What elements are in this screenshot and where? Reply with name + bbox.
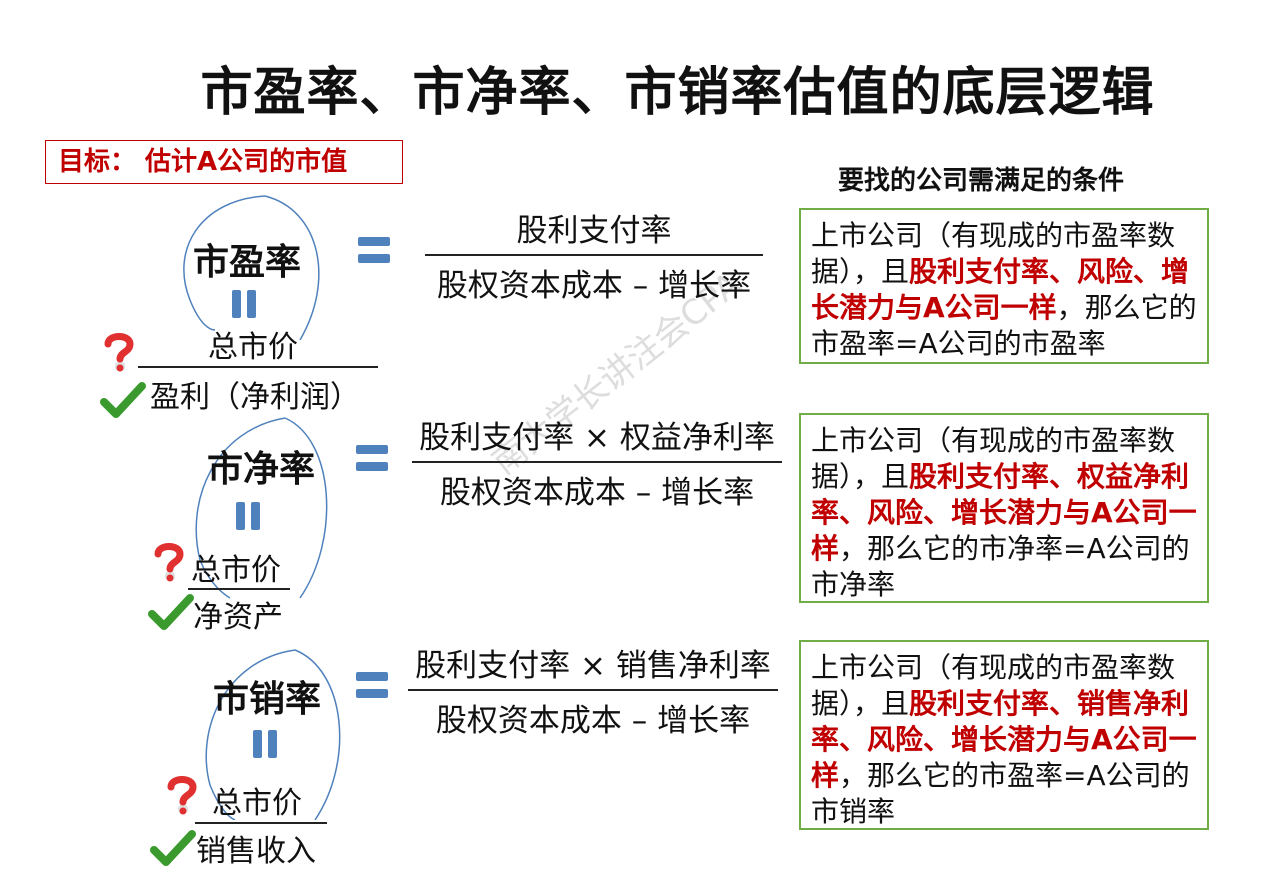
formula-pb: 股利支付率 × 权益净利率 股权资本成本 – 增长率 — [412, 412, 782, 512]
formula-numerator: 股利支付率 — [516, 213, 672, 249]
condition-highlight: 股利支付率、风险、增长潜力与A公司一样 — [811, 255, 1190, 324]
condition-box-ps: 上市公司（有现成的市盈率数据），且股利支付率、销售净利率、风险、增长潜力与A公司… — [799, 640, 1209, 830]
condition-text: ，那么它的市盈率=A公司的市销率 — [811, 759, 1190, 828]
equals-vertical-icon — [236, 502, 260, 530]
checkmark-icon — [150, 830, 196, 866]
condition-box-pb: 上市公司（有现成的市盈率数据），且股利支付率、权益净利率、风险、增长潜力与A公司… — [799, 413, 1209, 603]
condition-text: 上市公司（有现成的市盈率数据），且 — [811, 219, 1176, 288]
checkmark-icon — [148, 594, 194, 630]
left-numerator: 总市价 — [208, 330, 298, 365]
equals-icon — [356, 445, 388, 473]
fraction-line — [425, 254, 763, 256]
bracket-arc-icon — [205, 649, 341, 820]
fraction-line — [408, 689, 778, 691]
page-title: 市盈率、市净率、市销率估值的底层逻辑 — [200, 63, 1155, 123]
formula-denominator: 股权资本成本 – 增长率 — [436, 268, 752, 304]
formula-numerator: 股利支付率 × 权益净利率 — [419, 420, 775, 456]
fraction-line — [412, 461, 782, 463]
condition-highlight: 股利支付率、销售净利率、风险、增长潜力与A公司一样 — [811, 687, 1197, 792]
checkmark-icon — [100, 382, 146, 418]
formula-denominator: 股权资本成本 – 增长率 — [439, 475, 755, 511]
left-numerator: 总市价 — [191, 553, 281, 588]
formula-ps: 股利支付率 × 销售净利率 股权资本成本 – 增长率 — [408, 640, 778, 740]
condition-text: ，那么它的市净率=A公司的市净率 — [811, 532, 1190, 601]
ratio-pe-label: 市盈率 — [193, 242, 302, 283]
left-denominator: 净资产 — [193, 600, 283, 635]
conditions-header: 要找的公司需满足的条件 — [838, 166, 1125, 196]
equals-vertical-icon — [253, 730, 277, 758]
condition-highlight: 股利支付率、权益净利率、风险、增长潜力与A公司一样 — [811, 460, 1197, 565]
left-denominator: 销售收入 — [196, 834, 316, 869]
fraction-line — [195, 822, 327, 824]
goal-label: 目标： 估计A公司的市值 — [45, 140, 403, 184]
formula-numerator: 股利支付率 × 销售净利率 — [415, 648, 771, 684]
ratio-pb-label: 市净率 — [207, 449, 316, 490]
question-mark-icon — [104, 333, 134, 372]
fraction-line — [138, 366, 378, 368]
equals-vertical-icon — [232, 290, 256, 318]
condition-text: 上市公司（有现成的市盈率数据），且 — [811, 651, 1176, 720]
formula-pe: 股利支付率 股权资本成本 – 增长率 — [425, 205, 763, 305]
fraction-line — [188, 588, 290, 590]
ratio-ps-label: 市销率 — [213, 679, 322, 720]
condition-text: ，那么它的市盈率=A公司的市盈率 — [811, 291, 1197, 360]
condition-text: 上市公司（有现成的市盈率数据），且 — [811, 424, 1176, 493]
question-mark-icon — [167, 776, 197, 815]
equals-icon — [356, 672, 388, 700]
bracket-arc-icon — [183, 195, 320, 340]
formula-denominator: 股权资本成本 – 增长率 — [435, 703, 751, 739]
condition-box-pe: 上市公司（有现成的市盈率数据），且股利支付率、风险、增长潜力与A公司一样，那么它… — [799, 208, 1209, 364]
left-numerator: 总市价 — [212, 786, 302, 821]
question-mark-icon — [154, 543, 184, 582]
equals-icon — [358, 237, 390, 265]
left-denominator: 盈利（净利润） — [150, 380, 360, 415]
